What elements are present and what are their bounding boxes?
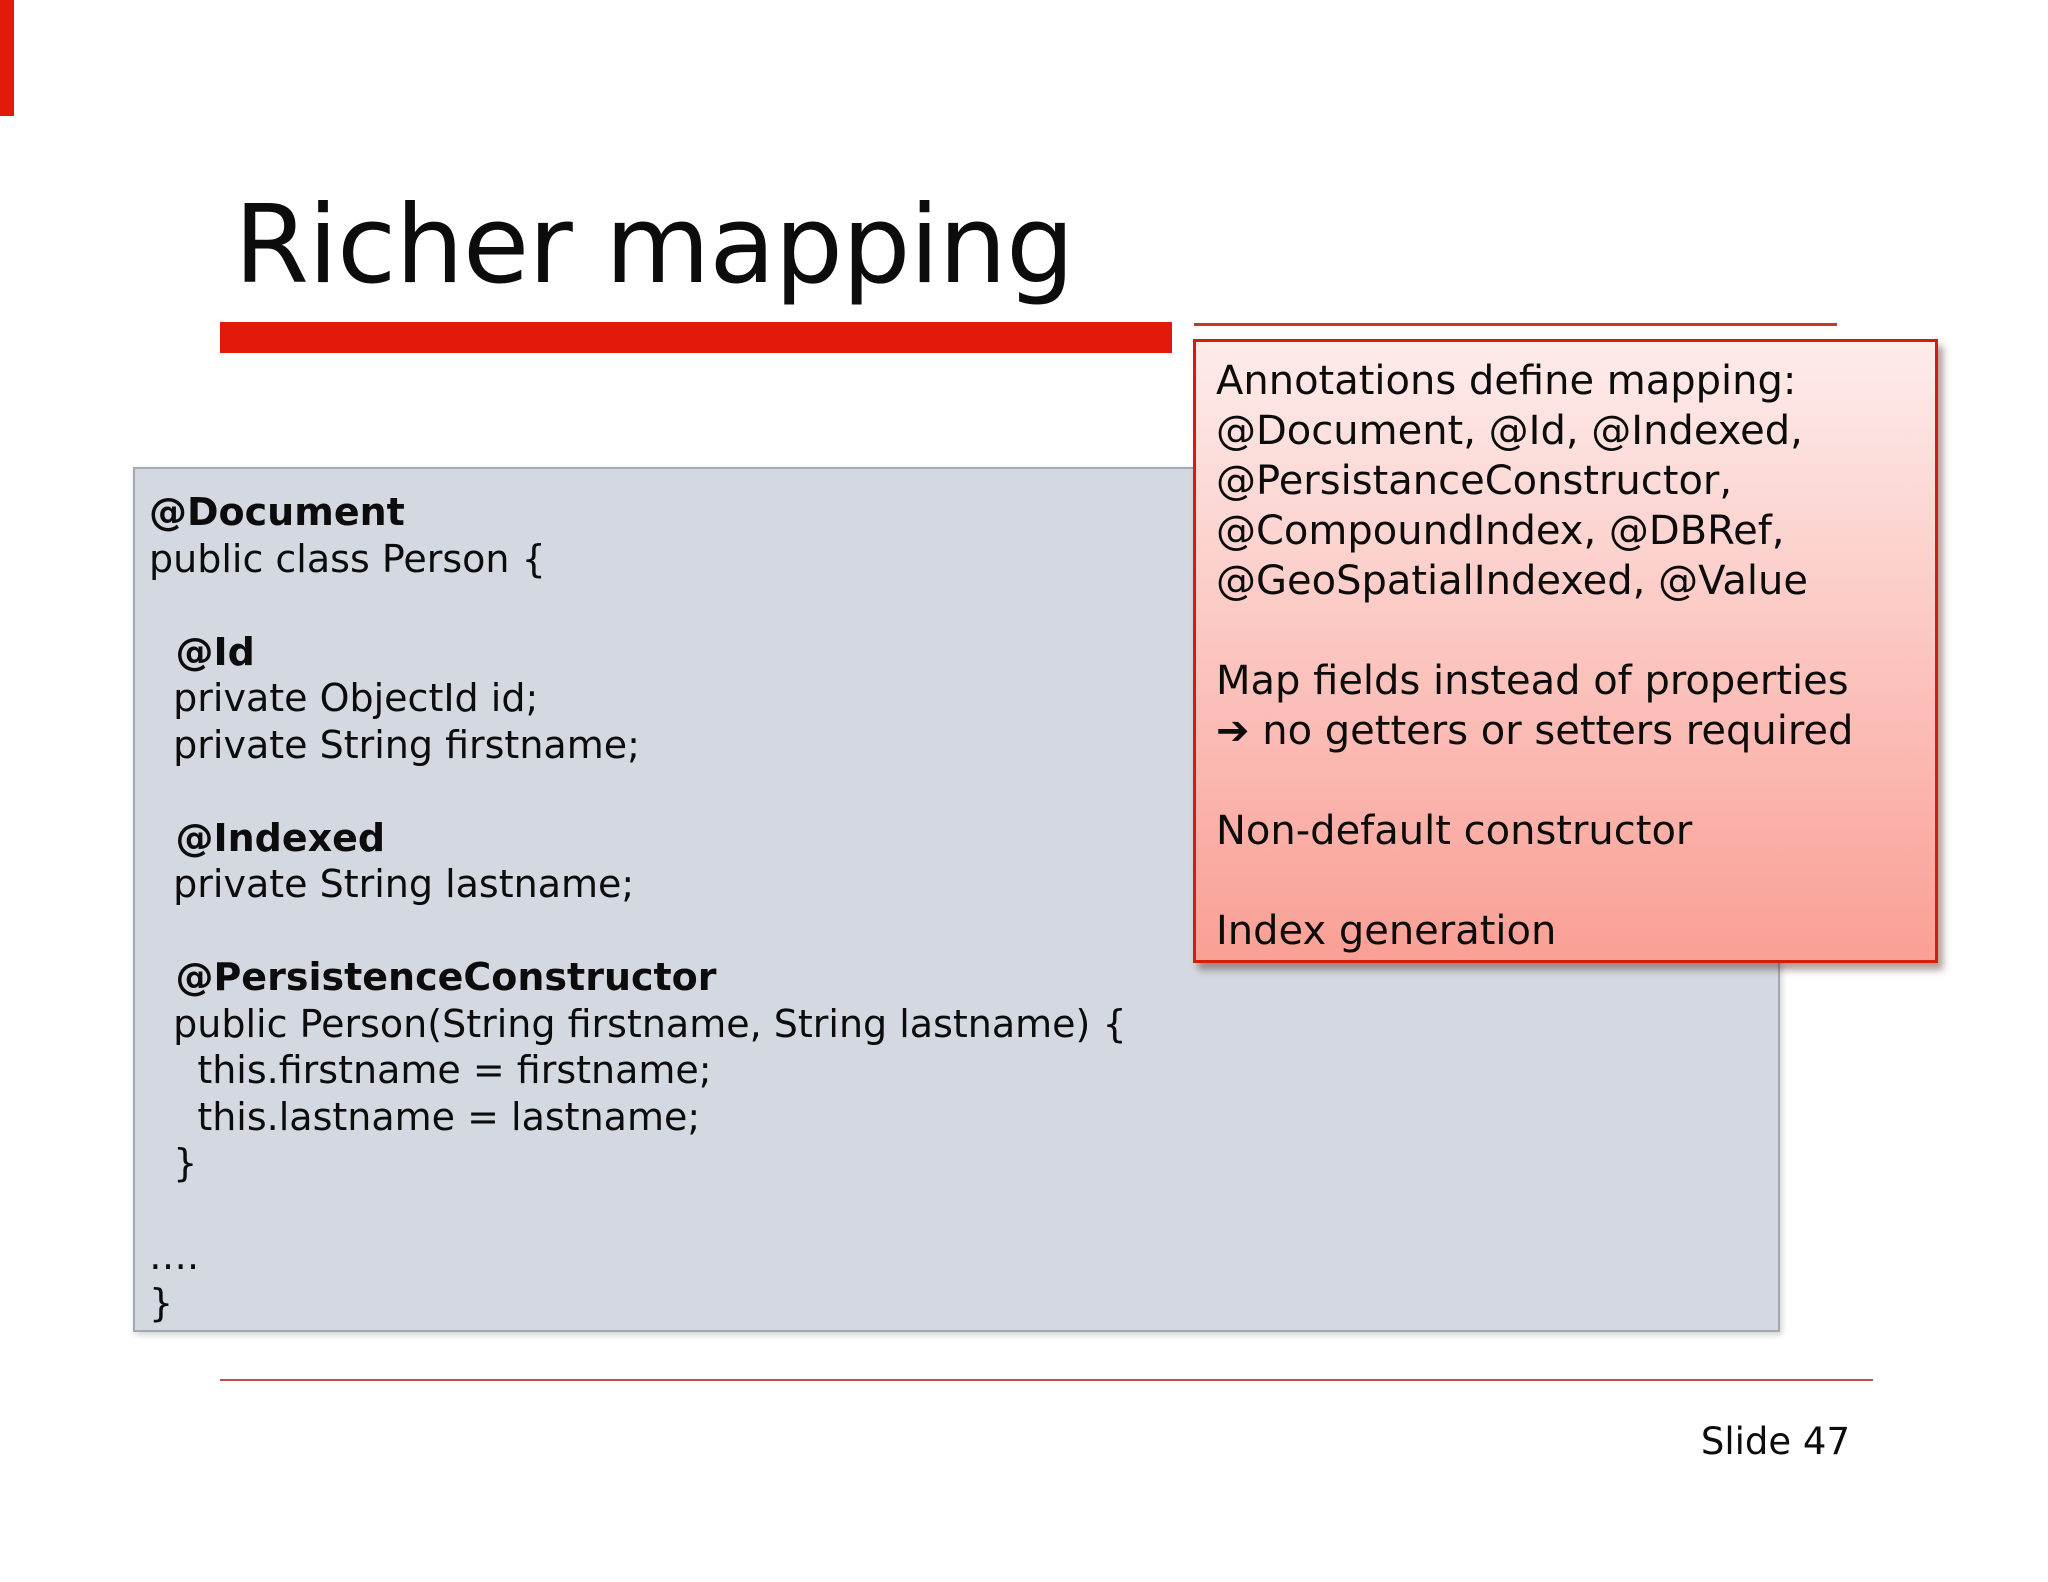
code-line: @Id: [149, 629, 255, 674]
code-line: @PersistenceConstructor: [149, 955, 717, 999]
callout-line: @CompoundIndex, @DBRef,: [1216, 508, 1785, 554]
code-line: public Person(String firstname, String l…: [149, 1001, 1127, 1046]
code-line: this.firstname = firstname;: [149, 1048, 712, 1092]
arrow-right-icon: ➔: [1216, 708, 1250, 754]
footer-divider: [220, 1379, 1873, 1381]
annotations-callout: Annotations define mapping:@Document, @I…: [1193, 339, 1938, 963]
code-line: private ObjectId id;: [149, 676, 539, 720]
code-line: }: [149, 1280, 174, 1325]
callout-line: @GeoSpatialIndexed, @Value: [1216, 558, 1808, 604]
callout-line: Annotations define mapping:: [1216, 358, 1797, 404]
code-line: }: [149, 1141, 198, 1185]
callout-line: Map fields instead of properties: [1216, 658, 1849, 704]
code-line: private String lastname;: [149, 862, 635, 906]
code-line: public class Person {: [149, 536, 546, 581]
code-line: this.lastname = lastname;: [149, 1094, 701, 1139]
slide-number: Slide 47: [1700, 1420, 1850, 1463]
title-underline-extension: [1194, 323, 1837, 326]
code-line: @Indexed: [149, 815, 386, 860]
code-line: ….: [149, 1234, 200, 1278]
callout-line: @Document, @Id, @Indexed,: [1216, 408, 1803, 454]
callout-line: [1216, 756, 1927, 806]
callout-line: ➔ no getters or setters required: [1216, 708, 1854, 754]
code-line: private String firstname;: [149, 722, 640, 767]
callout-line: @PersistanceConstructor,: [1216, 458, 1733, 504]
corner-accent-bar: [0, 0, 14, 116]
callout-line: [1216, 606, 1927, 656]
callout-line: [1216, 856, 1927, 906]
code-line: @Document: [149, 490, 405, 534]
page-title: Richer mapping: [234, 183, 1075, 308]
callout-lines: Annotations define mapping:@Document, @I…: [1216, 356, 1927, 956]
code-line: [149, 1187, 1768, 1234]
callout-line: Index generation: [1216, 908, 1557, 954]
callout-line: Non-default constructor: [1216, 808, 1693, 854]
title-underline-bar: [220, 322, 1172, 353]
